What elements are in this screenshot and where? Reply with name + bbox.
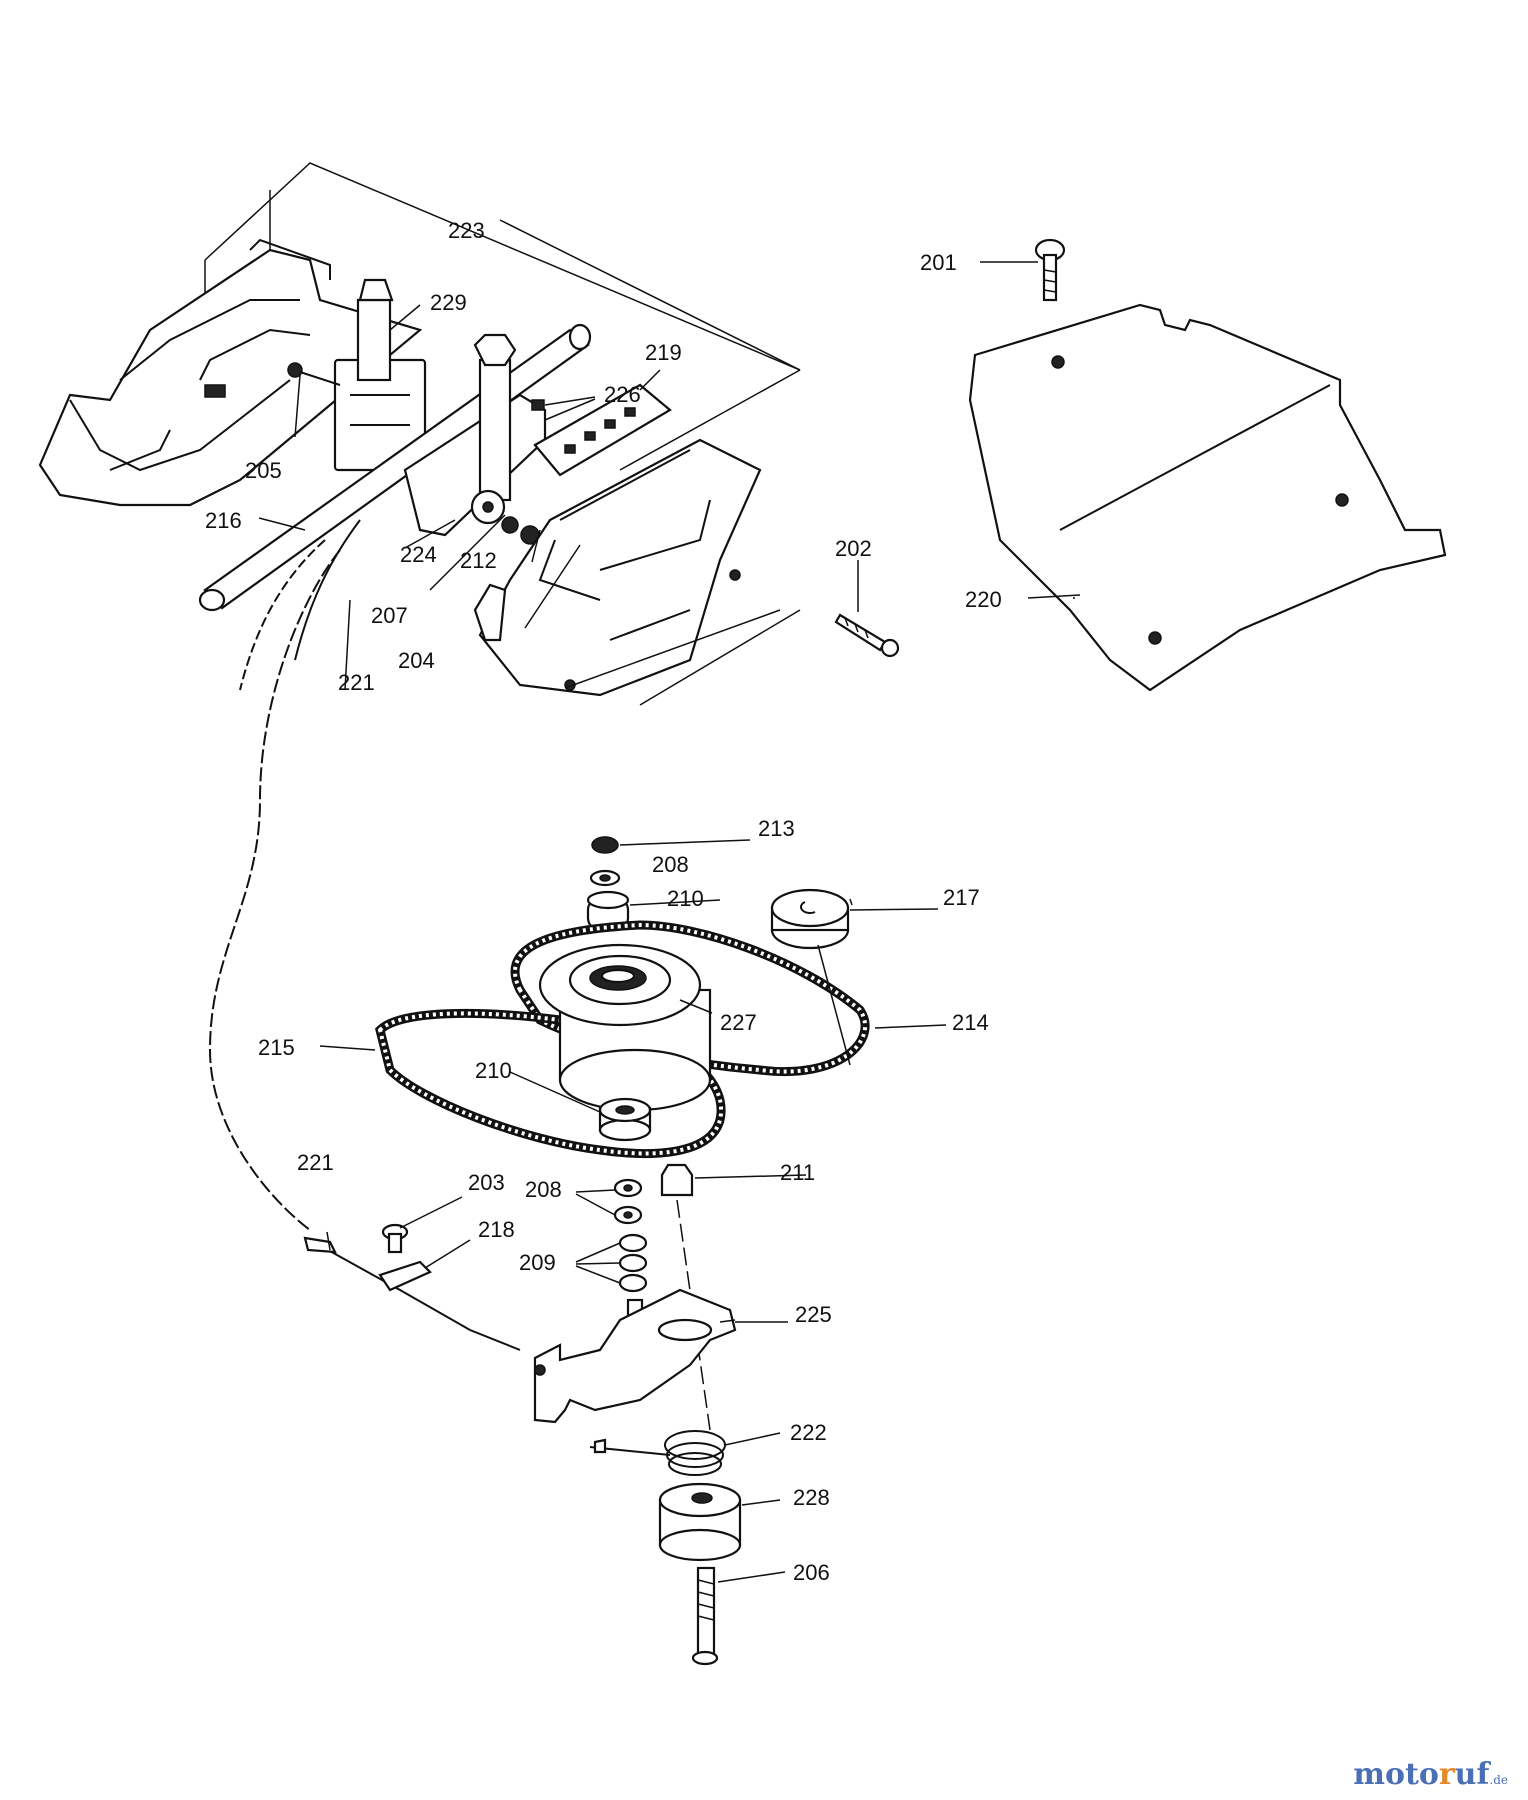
label-215: 215 [258,1035,295,1060]
label-223: 223 [448,218,485,243]
screw-203-clamp-218 [378,1223,432,1292]
bushing-228 [658,1482,742,1562]
label-204: 204 [398,648,435,673]
label-220: 220 [965,587,1002,612]
watermark-tld: .de [1489,1773,1508,1787]
belt-215 [375,1008,726,1158]
label-202: 202 [835,536,872,561]
label-201: 201 [920,250,957,275]
spring-222 [589,1430,726,1476]
indicator-plate-219 [533,383,672,477]
leader-lines [258,261,1081,1583]
label-222: 222 [790,1420,827,1445]
cover-plate-220 [968,303,1447,692]
control-cables [208,519,521,1351]
label-218: 218 [478,1217,515,1242]
label-205: 205 [245,458,282,483]
label-211: 211 [780,1160,815,1185]
label-227: 227 [720,1010,757,1035]
label-217: 217 [943,885,980,910]
lever-229 [287,278,427,472]
label-221b: 221 [297,1150,334,1175]
shift-lever-226 [403,333,547,545]
main-pulley-227 [538,943,712,1112]
label-214: 214 [952,1010,989,1035]
label-208b: 208 [525,1177,562,1202]
bracket-223 [204,162,801,471]
label-226: 226 [604,382,641,407]
label-219: 219 [645,340,682,365]
hardware-stack-top [586,836,630,932]
label-206: 206 [793,1560,830,1585]
label-203: 203 [468,1170,505,1195]
label-221a: 221 [338,670,375,695]
label-207: 207 [371,603,408,628]
label-229: 229 [430,290,467,315]
label-225: 225 [795,1302,832,1327]
motoruf-watermark: motoruf.de [1353,1757,1508,1792]
label-224: 224 [400,542,437,567]
part-labels: 201 202 203 204 205 206 207 208 208 209 … [205,218,1002,1585]
idler-210-lower [598,1097,652,1142]
screw-202 [834,613,900,658]
right-console-housing [473,438,801,706]
label-209: 209 [519,1250,556,1275]
watermark-main-2: uf [1454,1757,1490,1792]
pulley-217 [770,888,850,950]
label-210b: 210 [475,1058,512,1083]
label-228: 228 [793,1485,830,1510]
label-212: 212 [460,548,497,573]
watermark-main: moto [1353,1757,1439,1792]
bolt-206 [691,1566,719,1666]
label-210a: 210 [667,886,704,911]
label-216: 216 [205,508,242,533]
label-213: 213 [758,816,795,841]
bracket-225 [533,1288,737,1424]
screw-201 [1034,238,1066,302]
label-208a: 208 [652,852,689,877]
watermark-accent: r [1438,1757,1455,1792]
